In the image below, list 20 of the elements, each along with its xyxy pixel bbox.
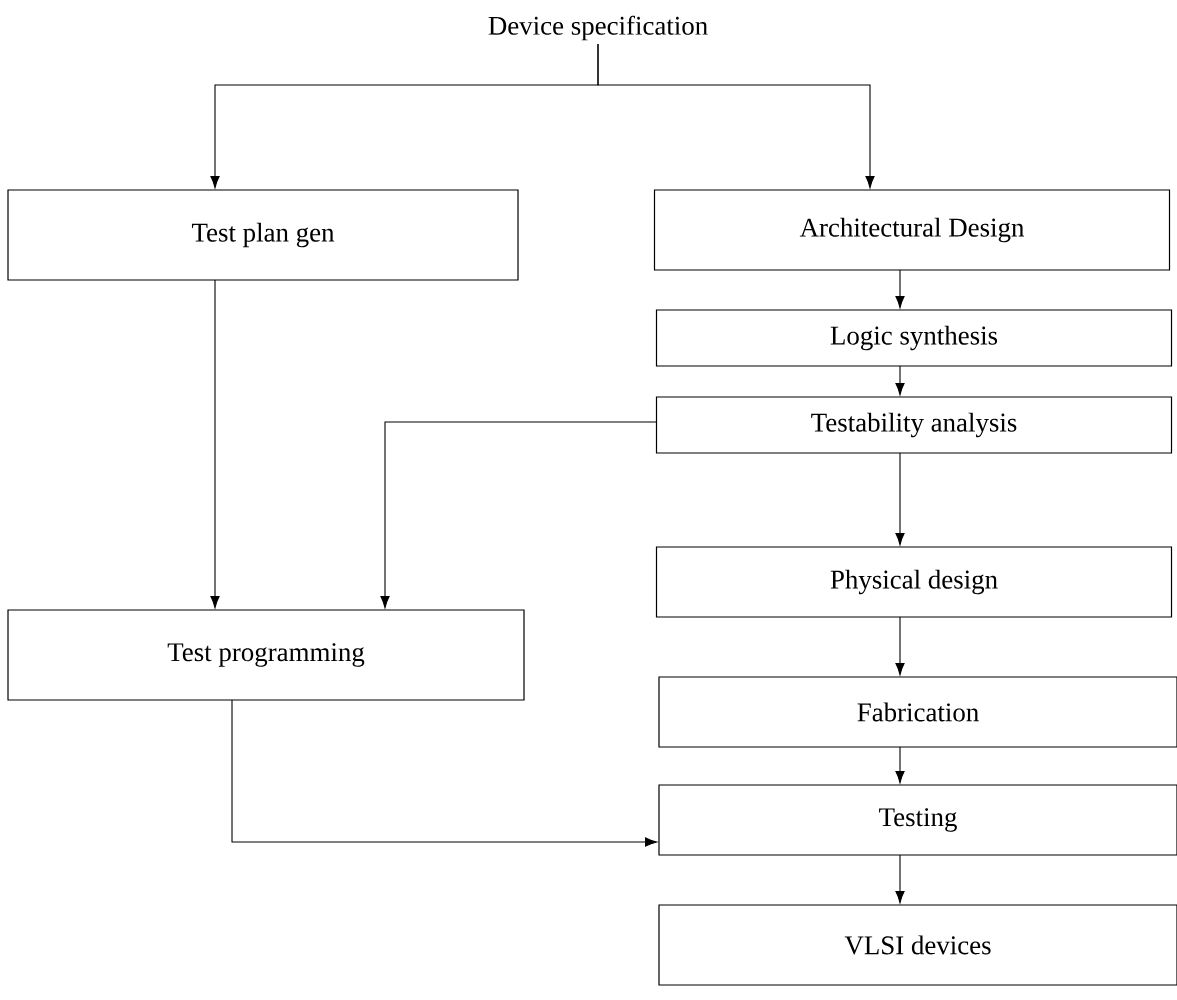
arrow bbox=[597, 43, 875, 189]
arrow bbox=[895, 452, 905, 546]
process-box: VLSI devices bbox=[658, 904, 1177, 986]
process-box: Architectural Design bbox=[653, 189, 1171, 271]
process-box: Testability analysis bbox=[655, 396, 1173, 454]
arrow bbox=[231, 699, 658, 847]
heading-text: Device specification bbox=[488, 15, 708, 41]
process-box: Fabrication bbox=[658, 676, 1177, 748]
arrow bbox=[895, 746, 905, 784]
arrow bbox=[895, 854, 905, 904]
process-box: Test programming bbox=[7, 609, 525, 701]
arrow bbox=[895, 365, 905, 396]
process-box: Physical design bbox=[655, 546, 1173, 618]
process-box: Test plan gen bbox=[7, 189, 519, 281]
arrow bbox=[895, 616, 905, 676]
process-box: Logic synthesis bbox=[655, 309, 1173, 367]
arrow bbox=[380, 421, 658, 609]
arrow bbox=[895, 269, 905, 309]
process-box: Testing bbox=[658, 784, 1177, 856]
arrow bbox=[210, 279, 220, 609]
